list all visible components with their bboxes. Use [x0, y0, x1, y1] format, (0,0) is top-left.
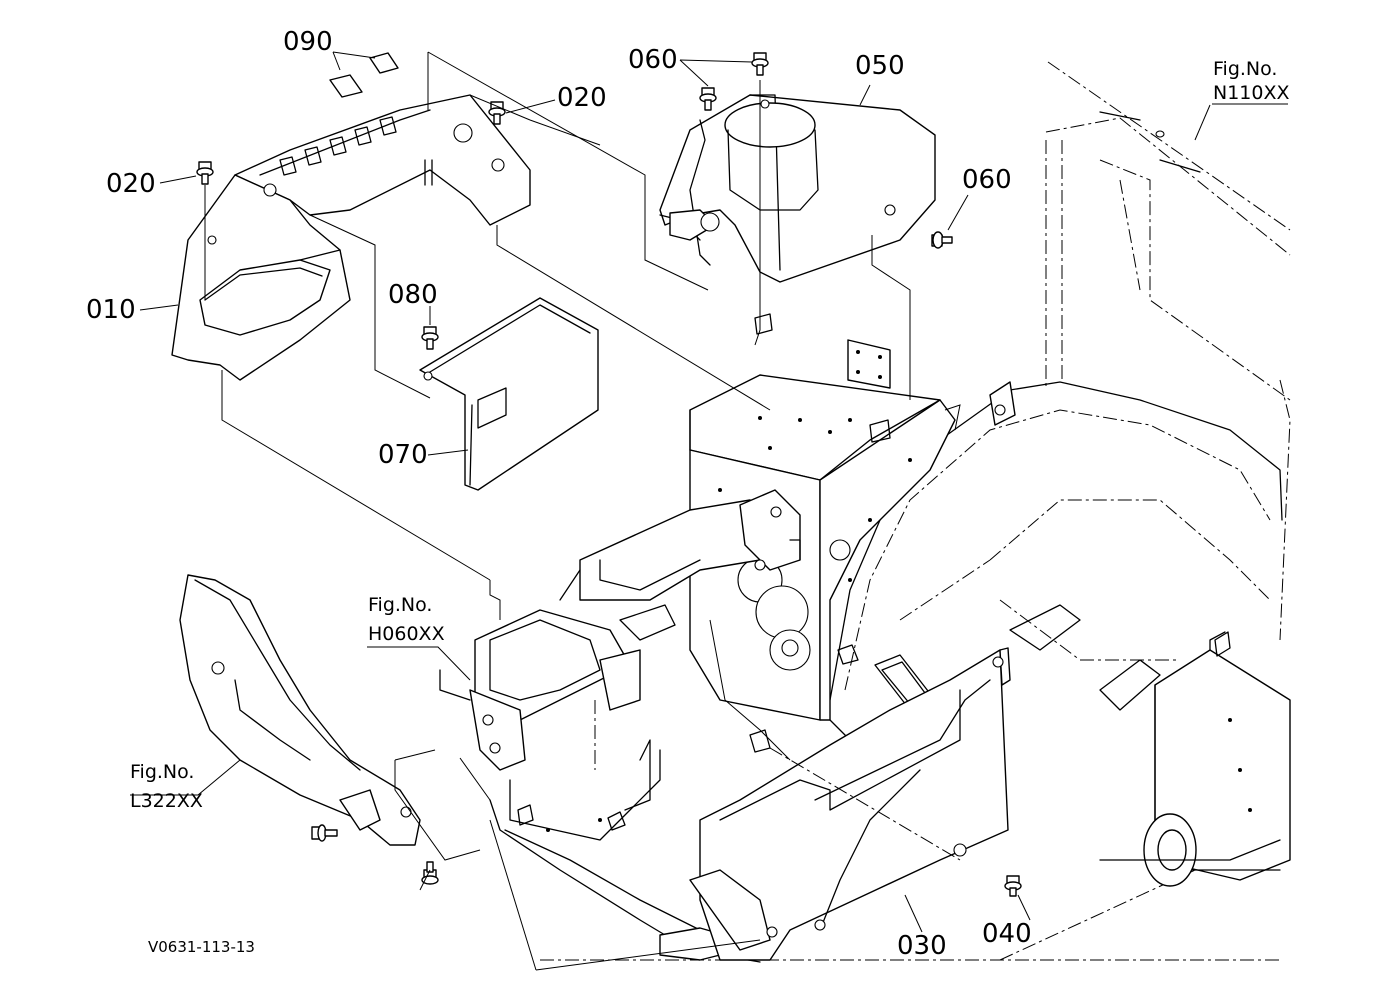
- bolt-080: [421, 326, 439, 350]
- frame-outline: [1045, 61, 1291, 641]
- side-step-box: [1099, 631, 1291, 887]
- bolt-l322-left: [311, 824, 338, 842]
- h060-bracket-assembly: [439, 609, 661, 841]
- callout-020-left: 020: [106, 169, 156, 199]
- callout-030: 030: [897, 931, 947, 961]
- assembly-lines: [204, 51, 961, 971]
- figure-refs: Fig.No. N110XX Fig.No. H060XX Fig.No. L3…: [130, 58, 1290, 812]
- callout-labels: 090 020 020 010 060 050 060 080 070 030 …: [86, 27, 1032, 961]
- part-010-cover: [171, 94, 531, 381]
- fig-ref-h060-title: Fig.No.: [368, 594, 432, 616]
- callout-080: 080: [388, 280, 438, 310]
- callout-010: 010: [86, 295, 136, 325]
- part-050-cover: [659, 94, 936, 283]
- callout-060-top: 060: [628, 45, 678, 75]
- center-bracket: [559, 489, 859, 753]
- part-090-inserts: [329, 52, 399, 98]
- leader-lines: [130, 51, 1288, 933]
- bolt-040: [1004, 875, 1022, 897]
- fig-ref-h060-code: H060XX: [368, 623, 445, 645]
- bolt-060-top: [751, 52, 769, 76]
- fig-ref-l322-code: L322XX: [130, 790, 203, 812]
- bolt-060-left: [699, 87, 717, 111]
- floor-panel: [540, 381, 1283, 961]
- part-070-panel: [419, 297, 599, 491]
- callout-050: 050: [855, 51, 905, 81]
- bolt-060-right: [931, 231, 953, 249]
- callout-040: 040: [982, 919, 1032, 949]
- part-030-cover: [689, 647, 1011, 961]
- fig-ref-n110-code: N110XX: [1213, 82, 1290, 104]
- callout-060-right: 060: [962, 165, 1012, 195]
- drawing-code: V0631-113-13: [148, 938, 255, 956]
- callout-070: 070: [378, 440, 428, 470]
- bolts: [196, 52, 1022, 897]
- fig-ref-n110-title: Fig.No.: [1213, 58, 1277, 80]
- fig-ref-l322-title: Fig.No.: [130, 761, 194, 783]
- callout-020-right: 020: [557, 83, 607, 113]
- bolt-020-left: [196, 161, 214, 185]
- callout-090: 090: [283, 27, 333, 57]
